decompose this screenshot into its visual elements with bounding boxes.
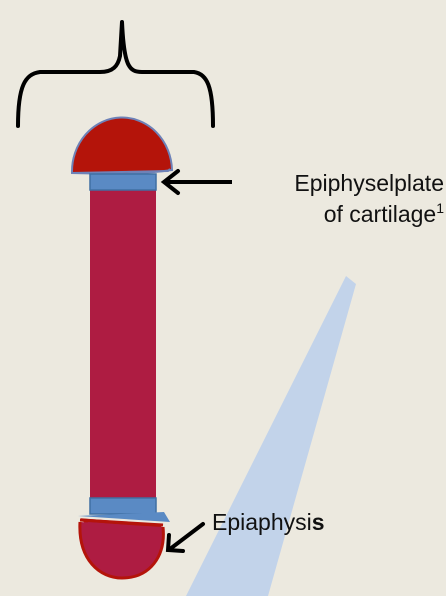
top-epiphysis (72, 118, 172, 174)
bone-shaft (90, 188, 156, 500)
epiphysis-label: Epiaphysis (212, 509, 325, 535)
top-epiphyseal-plate (90, 174, 156, 190)
plate-label-line1: Epiphyselplate (294, 170, 444, 196)
bottom-epiphyseal-plate (90, 498, 156, 514)
left-arrow-icon (164, 171, 232, 193)
curly-brace-icon (18, 22, 213, 126)
plate-label-line2: of cartilage1 (324, 200, 445, 227)
callout-beam (186, 276, 356, 596)
down-left-arrow-icon (168, 524, 203, 551)
